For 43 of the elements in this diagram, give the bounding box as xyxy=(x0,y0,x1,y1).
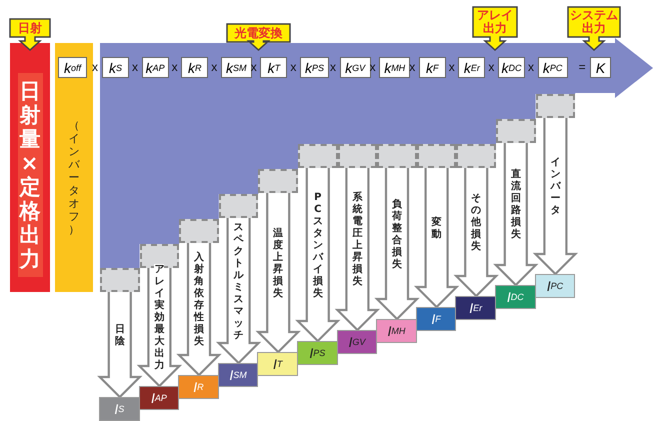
operator-sign: = xyxy=(578,59,587,76)
arrow-label: 系統電圧上昇損失 xyxy=(352,192,362,288)
operator-sign: x xyxy=(408,59,416,76)
dashed-box xyxy=(338,144,378,168)
arrow-label: アレイ実効最大出力 xyxy=(154,264,164,372)
operator-sign: x xyxy=(329,59,337,76)
band xyxy=(10,43,50,292)
dashed-box xyxy=(456,144,496,168)
dashed-box xyxy=(258,169,298,193)
dashed-box xyxy=(100,268,140,292)
arrow-label: その他損失 xyxy=(471,193,482,253)
band-text: 日射量×定格出力 xyxy=(18,73,42,277)
operator-sign: x xyxy=(448,59,456,76)
factor-box: K xyxy=(590,57,611,78)
band xyxy=(55,43,93,292)
operator-sign: x xyxy=(527,59,535,76)
dashed-box xyxy=(536,94,576,118)
dashed-box xyxy=(416,144,456,168)
callout-text: 日射 xyxy=(18,22,42,34)
down-arrow xyxy=(97,290,142,399)
callout-text: 光電変換 xyxy=(234,26,282,40)
operator-sign: x xyxy=(487,59,496,76)
dashed-box xyxy=(377,144,417,168)
callout-text: アレイ出力 xyxy=(476,9,514,35)
operator-sign: x xyxy=(131,59,139,76)
operator-sign: x xyxy=(210,59,218,76)
dashed-box xyxy=(496,119,536,143)
arrow-label: 負荷整合損失 xyxy=(392,198,402,270)
arrow-label: 温度上昇損失 xyxy=(273,228,284,300)
band-text: （インバータオフ） xyxy=(68,119,80,236)
arrow-label: 直流回路損失 xyxy=(510,169,521,241)
arrow-label: インバータ xyxy=(550,157,560,217)
dashed-box xyxy=(179,219,219,243)
down-arrow xyxy=(414,166,460,309)
operator-sign: x xyxy=(170,59,179,76)
arrow-label: 入射角依存性損失 xyxy=(194,252,204,348)
dashed-box xyxy=(298,144,338,168)
dashed-box xyxy=(218,194,258,218)
arrow-label: 変動 xyxy=(432,216,442,240)
arrow-label: スペクトルミスマッチ xyxy=(234,222,244,342)
callout-text: システム出力 xyxy=(569,9,619,35)
operator-sign: x xyxy=(250,59,258,76)
operator-sign: x xyxy=(289,59,298,76)
